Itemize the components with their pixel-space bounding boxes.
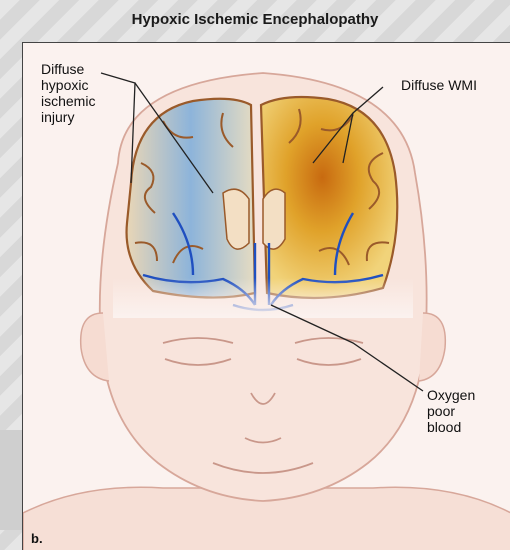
- label-diffuse-hypoxic-ischemic-injury: Diffuse hypoxic ischemic injury: [41, 61, 131, 125]
- left-ventricle: [223, 189, 249, 249]
- right-ventricle: [263, 189, 285, 249]
- label-diffuse-wmi: Diffuse WMI: [401, 77, 477, 93]
- forehead-fade: [113, 278, 413, 318]
- illustration-panel: Diffuse hypoxic ischemic injury Diffuse …: [22, 42, 510, 550]
- right-ear: [419, 313, 445, 381]
- label-oxygen-poor-blood: Oxygen poor blood: [427, 387, 497, 435]
- figure-title: Hypoxic Ischemic Encephalopathy: [0, 6, 510, 34]
- panel-letter: b.: [31, 531, 43, 547]
